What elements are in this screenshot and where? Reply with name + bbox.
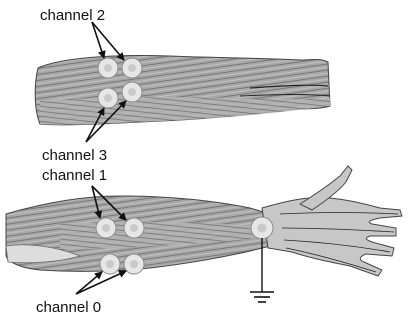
electrode-channel-1-a bbox=[96, 218, 116, 238]
hand bbox=[262, 197, 402, 276]
label-channel-0: channel 0 bbox=[36, 299, 101, 316]
arrows-channel-0 bbox=[76, 271, 126, 294]
electrode-channel-0-b bbox=[124, 254, 144, 274]
upper-forearm-lower-band bbox=[40, 97, 330, 125]
arrows-channel-2 bbox=[92, 22, 124, 60]
electrode-channel-1-b bbox=[124, 218, 144, 238]
electrode-channel-2-a bbox=[98, 58, 118, 78]
label-channel-1: channel 1 bbox=[42, 167, 107, 184]
electrode-channel-3-b bbox=[122, 82, 142, 102]
electrode-ground bbox=[251, 217, 273, 239]
electrode-channel-2-b bbox=[122, 58, 142, 78]
label-channel-2: channel 2 bbox=[40, 7, 105, 24]
electrode-channel-3-a bbox=[98, 88, 118, 108]
label-channel-3: channel 3 bbox=[42, 147, 107, 164]
upper-forearm-illustration bbox=[35, 56, 330, 125]
electrode-channel-0-a bbox=[100, 254, 120, 274]
